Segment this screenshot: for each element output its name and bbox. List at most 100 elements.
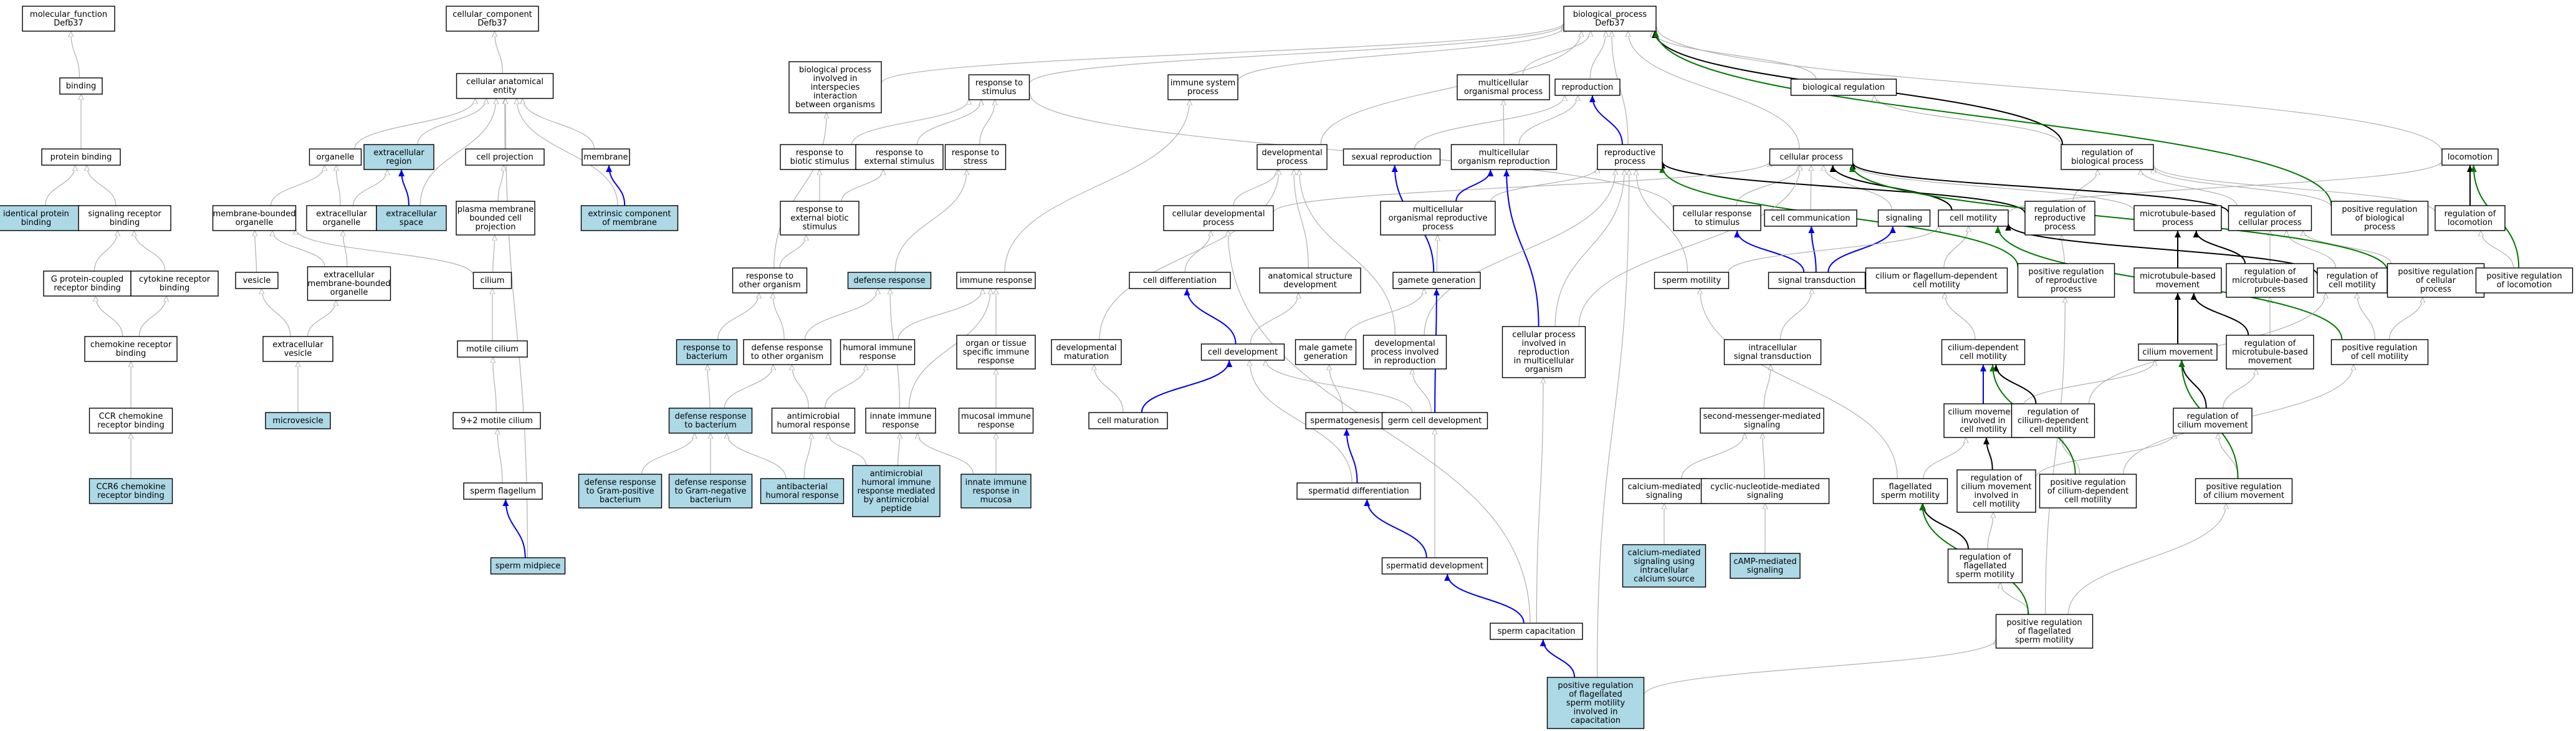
relation-edge-gray [803, 433, 812, 479]
term-label-line: movement [2248, 356, 2292, 366]
relation-edge-blue [502, 499, 526, 558]
term-box [89, 478, 173, 504]
relation-edge-gray [1596, 170, 1629, 678]
relation-edge-gray [825, 365, 866, 409]
relation-edge-gray [2286, 231, 2337, 269]
relation-edge-gray [493, 357, 497, 413]
term-node-microves: microvesicle [265, 412, 331, 429]
relation-edge-gray [495, 31, 503, 74]
relation-edge-gray [1265, 360, 1413, 413]
term-label-line: to Gram-positive [587, 487, 654, 496]
relation-edge-gray [2389, 297, 2423, 340]
relation-edge-gray [1490, 168, 1597, 202]
term-label-line: signal transduction [1778, 276, 1856, 285]
term-label-line: calcium source [1634, 575, 1695, 584]
term-label-line: positive regulation [2028, 267, 2104, 277]
relation-edge-gray [1329, 365, 1343, 413]
term-label-line: spermatid development [1386, 561, 1483, 571]
term-label-line: region [386, 157, 411, 166]
relation-edge-green [1849, 165, 2388, 271]
relation-edge-gray [828, 433, 867, 466]
term-box [0, 205, 80, 231]
term-box [780, 201, 859, 236]
term-node-celldiff: cell differentiation [1129, 272, 1231, 289]
term-label-line: stress [964, 157, 988, 166]
term-box [582, 148, 630, 166]
term-node-cilmov: cilium movement [2138, 343, 2218, 361]
term-box [1995, 614, 2094, 649]
relation-edge-gray [1233, 170, 1277, 206]
relation-edge-blue [1455, 169, 1494, 202]
relation-edge-blue [1141, 360, 1233, 413]
term-label-line: microvesicle [272, 416, 323, 426]
term-label-line: biological process [2071, 157, 2143, 166]
relation-edge-gray [1250, 360, 1353, 484]
term-label-line: cilium-dependent [2018, 416, 2089, 426]
term-box [944, 144, 1007, 170]
term-label-line: membrane [583, 153, 628, 162]
term-node-binding: binding [59, 77, 103, 95]
term-label-line: G protein-coupled [51, 275, 124, 284]
relation-edge-gray [916, 100, 982, 145]
term-label-line: cyclic-nucleotide-mediated [1710, 482, 1820, 492]
term-label-line: process [1276, 157, 1308, 166]
term-label-line: organ or tissue [965, 339, 1027, 348]
term-label-line: binding [160, 284, 189, 293]
relation-edge-gray [262, 289, 291, 337]
term-label-line: membrane-bounded [213, 209, 295, 219]
term-node-organelle: organelle [309, 148, 362, 166]
relation-edge-gray [894, 170, 967, 273]
term-box [262, 336, 333, 362]
term-label-line: CCR chemokine [99, 412, 163, 421]
term-label-line: bacterium [600, 495, 641, 505]
term-label-line: involved in [1521, 339, 1566, 348]
relation-edge-gray [1589, 31, 1606, 80]
term-label-line: binding [66, 82, 96, 91]
term-box [2039, 474, 2137, 509]
relation-edge-gray [2062, 235, 2065, 264]
term-label-line: sexual reproduction [1351, 153, 1432, 162]
term-label-line: developmental [1262, 148, 1322, 158]
term-box [956, 335, 1036, 370]
term-label-line: process [2364, 222, 2395, 232]
relation-edge-gray [1943, 226, 1969, 269]
term-node-motcil: motile cilium [457, 340, 528, 358]
term-box [1700, 478, 1830, 504]
term-box [1769, 148, 1854, 166]
relation-edge-gray [336, 165, 341, 206]
term-node-membrane: membrane [582, 148, 630, 166]
term-label-line: process [1203, 218, 1234, 227]
term-box [1764, 209, 1857, 227]
relation-edge-gray [1628, 31, 1800, 150]
term-label-line: of locomotion [2497, 280, 2552, 290]
relation-edge-gray [1643, 639, 1996, 695]
term-node-spflag: sperm flagellum [463, 482, 543, 500]
relation-edge-gray [138, 296, 166, 337]
term-node-cellmat: cell maturation [1088, 412, 1168, 429]
term-box [956, 272, 1036, 289]
term-label-line: defense response [751, 343, 823, 353]
term-label-line: external stimulus [864, 157, 935, 166]
term-box [2017, 263, 2115, 298]
term-label-line: regulation of [2034, 205, 2086, 214]
relation-edge-gray [1273, 161, 1770, 213]
term-box [1597, 144, 1663, 170]
